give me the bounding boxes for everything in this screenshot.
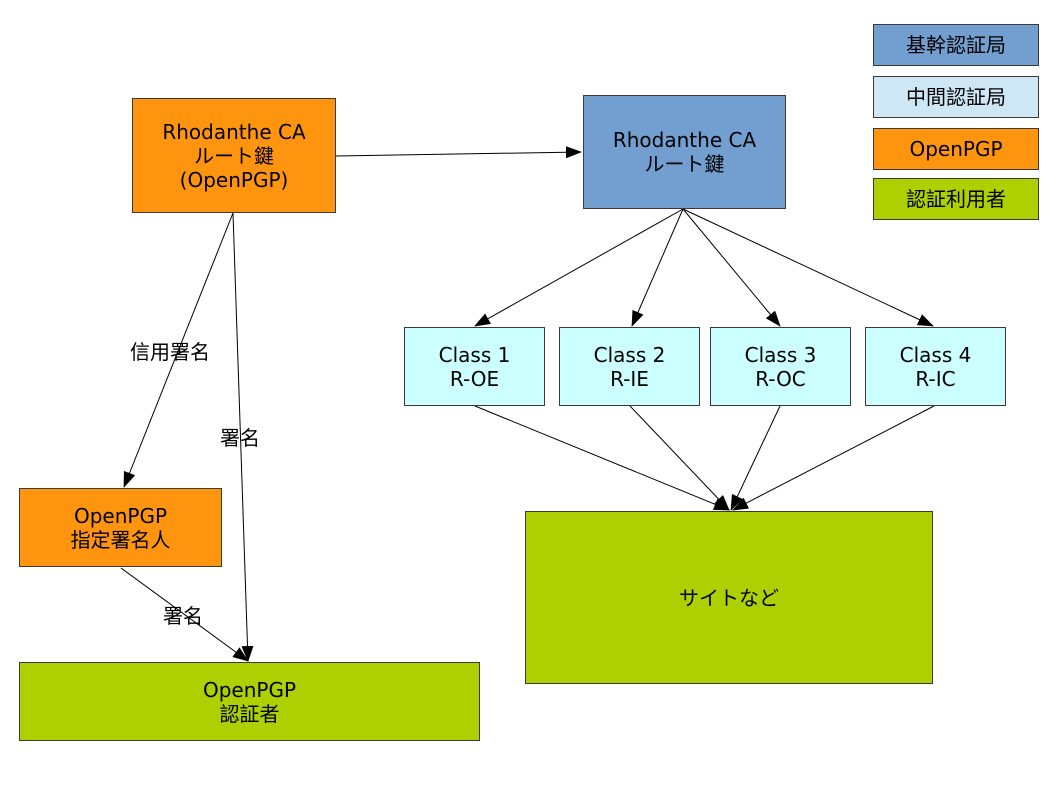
edge-class3-to-sites <box>730 405 781 511</box>
edge-label-signature-root: 署名 <box>220 426 260 450</box>
legend-root-ca: 基幹認証局 <box>873 24 1039 66</box>
node-class4: Class 4 R-IC <box>865 327 1006 406</box>
node-pgp-root-line2: ルート鍵 <box>194 143 274 168</box>
legend-intermediate-ca-label: 中間認証局 <box>906 85 1006 109</box>
edge-pgp-root-to-certifier <box>232 212 254 662</box>
node-pgp-root-line3: (OpenPGP) <box>179 167 289 192</box>
legend-cert-user-label: 認証利用者 <box>906 187 1006 211</box>
node-pgp-root-line1: Rhodanthe CA <box>162 119 306 144</box>
legend-intermediate-ca: 中間認証局 <box>873 76 1039 118</box>
edge-class4-to-sites <box>732 405 935 511</box>
node-pgp-certifier: OpenPGP 認証者 <box>19 662 480 741</box>
edge-pgp-root-to-signer <box>123 212 234 488</box>
node-class2-line2: R-IE <box>610 366 649 391</box>
edge-pgp-root-to-ca-root <box>335 146 582 159</box>
node-pgp-certifier-line1: OpenPGP <box>202 677 297 702</box>
node-pgp-signer-line2: 指定署名人 <box>70 527 171 552</box>
edge-class2-to-sites <box>629 405 730 511</box>
node-pgp-root: Rhodanthe CA ルート鍵 (OpenPGP) <box>132 98 336 213</box>
node-class1: Class 1 R-OE <box>404 327 545 406</box>
node-pgp-certifier-line2: 認証者 <box>219 701 280 726</box>
legend-root-ca-label: 基幹認証局 <box>906 33 1006 57</box>
node-ca-root: Rhodanthe CA ルート鍵 <box>583 95 786 209</box>
legend-openpgp-label: OpenPGP <box>909 137 1003 161</box>
edge-label-trust-signature: 信用署名 <box>130 340 210 364</box>
edge-label-signature-signer: 署名 <box>163 604 203 628</box>
node-class3: Class 3 R-OC <box>710 327 851 406</box>
node-class4-line1: Class 4 <box>899 342 972 367</box>
node-class1-line2: R-OE <box>449 366 500 391</box>
node-ca-root-line2: ルート鍵 <box>644 152 725 176</box>
node-class3-line2: R-OC <box>755 366 806 391</box>
node-pgp-signer: OpenPGP 指定署名人 <box>19 488 222 567</box>
edge-ca-root-to-class3 <box>682 208 781 327</box>
edge-ca-root-to-class2 <box>631 208 684 327</box>
edge-signer-to-certifier <box>120 567 249 662</box>
node-ca-root-line1: Rhodanthe CA <box>612 128 757 152</box>
edge-ca-root-to-class4 <box>682 208 934 327</box>
node-sites-line1: サイトなど <box>679 585 779 610</box>
node-class2: Class 2 R-IE <box>559 327 700 406</box>
edge-ca-root-to-class1 <box>474 208 684 327</box>
node-class4-line2: R-IC <box>915 366 956 391</box>
node-pgp-signer-line1: OpenPGP <box>73 503 168 528</box>
node-class1-line1: Class 1 <box>438 342 511 367</box>
legend-openpgp: OpenPGP <box>873 128 1039 170</box>
legend-cert-user: 認証利用者 <box>873 178 1039 220</box>
edge-class1-to-sites <box>474 405 730 511</box>
node-class2-line1: Class 2 <box>593 342 666 367</box>
node-class3-line1: Class 3 <box>744 342 817 367</box>
node-sites: サイトなど <box>525 511 933 684</box>
